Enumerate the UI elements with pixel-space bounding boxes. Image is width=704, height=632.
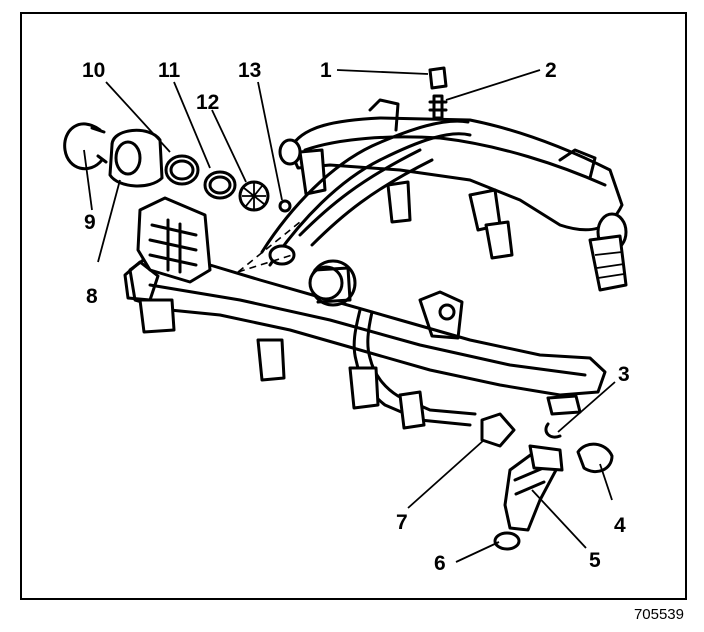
callout-13: 13 [238,59,262,82]
callout-1: 1 [320,59,332,82]
top-fitting-parts [428,66,448,120]
rear-injectors [298,148,628,292]
callout-2: 2 [545,59,557,82]
callout-11: 11 [158,59,181,82]
callout-4: 4 [614,514,626,537]
front-fuel-rail [128,253,607,427]
callout-10: 10 [82,59,106,82]
callout-3: 3 [618,363,630,386]
crossover-tubes [260,119,472,267]
figure-id: 705539 [633,606,684,623]
diagram-frame [20,12,687,600]
callout-8: 8 [86,285,98,308]
regulator-parts [63,122,292,213]
callout-12: 12 [196,91,220,114]
electrical-connector [123,196,212,302]
front-injectors [138,298,582,430]
callout-9: 9 [84,211,96,234]
injector-exploded [480,412,614,551]
leader-lines [83,69,616,563]
callout-7: 7 [396,511,408,534]
callout-6: 6 [434,552,446,575]
callout-5: 5 [589,549,601,572]
pressure-regulator [237,221,357,307]
